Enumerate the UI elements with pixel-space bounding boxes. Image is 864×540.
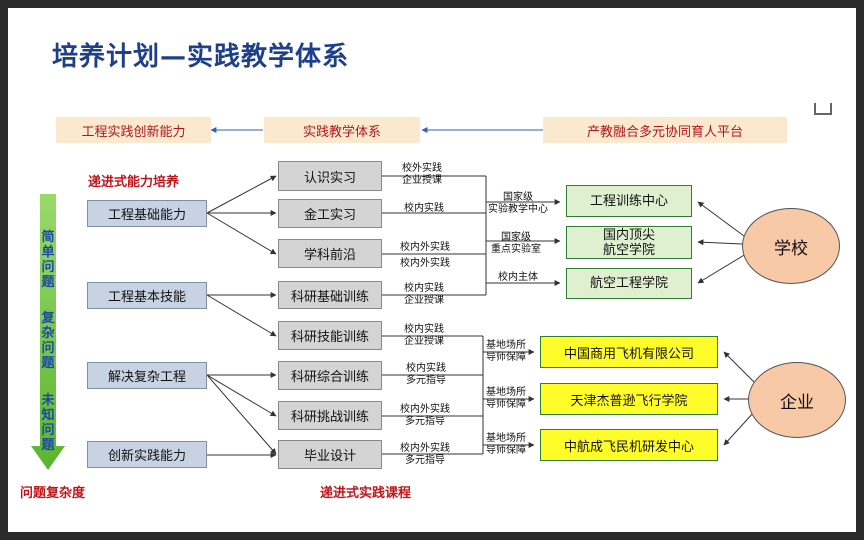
company-avic-chengfei: 中航成飞民机研发中心 xyxy=(540,429,718,461)
center-note: 国家级重点实验室 xyxy=(491,232,541,255)
progressive-course-label: 递进式实践课程 xyxy=(320,486,412,501)
course-frontier: 学科前沿 xyxy=(278,239,382,268)
center-top-aviation-school: 国内顶尖航空学院 xyxy=(566,226,692,259)
course-note: 校内实践企业授课 xyxy=(404,283,444,306)
course-graduation-design: 毕业设计 xyxy=(278,440,382,469)
center-note: 校内主体 xyxy=(498,272,538,283)
complex-problem-text: 复杂问题 xyxy=(41,311,55,371)
ability-engineering-skills: 工程基本技能 xyxy=(87,282,207,309)
course-research-challenge: 科研挑战训练 xyxy=(278,401,382,430)
course-research-skills: 科研技能训练 xyxy=(278,321,382,350)
complexity-arrow xyxy=(31,194,65,470)
course-note: 校内外实践多元指导 xyxy=(400,404,450,427)
course-research-comprehensive: 科研综合训练 xyxy=(278,361,382,390)
course-note: 校外实践企业授课 xyxy=(402,163,442,186)
company-jeppesen: 天津杰普逊飞行学院 xyxy=(540,383,718,415)
enterprise-circle: 企业 xyxy=(748,362,846,438)
course-note: 校内外实践校内外实践 xyxy=(400,242,450,269)
course-note: 校内实践多元指导 xyxy=(406,363,446,386)
course-research-basic: 科研基础训练 xyxy=(278,281,382,309)
ability-engineering-basics: 工程基础能力 xyxy=(87,200,207,227)
window-restore-icon[interactable] xyxy=(814,103,832,115)
school-circle: 学校 xyxy=(742,208,840,284)
connector-lines xyxy=(31,127,755,470)
company-note: 基地场所导师保障 xyxy=(486,387,526,410)
center-aeronautical-engineering: 航空工程学院 xyxy=(566,268,692,299)
simple-problem-text: 简单问题 xyxy=(41,230,55,290)
header-innovation-ability: 工程实践创新能力 xyxy=(56,117,211,143)
company-note: 基地场所导师保障 xyxy=(486,433,526,456)
ability-innovation-practice: 创新实践能力 xyxy=(87,441,207,468)
course-note: 校内实践企业授课 xyxy=(404,324,444,347)
page-title: 培养计划—实践教学体系 xyxy=(52,42,350,72)
company-note: 基地场所导师保障 xyxy=(486,340,526,363)
complexity-label: 问题复杂度 xyxy=(20,486,86,501)
course-note: 校内外实践多元指导 xyxy=(400,443,450,466)
center-engineering-training: 工程训练中心 xyxy=(566,185,692,217)
course-cognition-internship: 认识实习 xyxy=(278,161,382,191)
progressive-ability-label: 递进式能力培养 xyxy=(88,175,180,190)
course-note: 校内实践 xyxy=(404,203,444,214)
company-comac: 中国商用飞机有限公司 xyxy=(540,336,718,368)
unknown-problem-text: 未知问题 xyxy=(41,393,55,453)
center-note: 国家级实验教学中心 xyxy=(488,192,548,215)
ability-complex-engineering: 解决复杂工程 xyxy=(87,362,207,389)
slide: 培养计划—实践教学体系 xyxy=(8,8,856,532)
header-collaboration-platform: 产教融合多元协同育人平台 xyxy=(543,117,787,143)
course-metalwork-internship: 金工实习 xyxy=(278,199,382,228)
header-practice-system: 实践教学体系 xyxy=(264,117,420,143)
